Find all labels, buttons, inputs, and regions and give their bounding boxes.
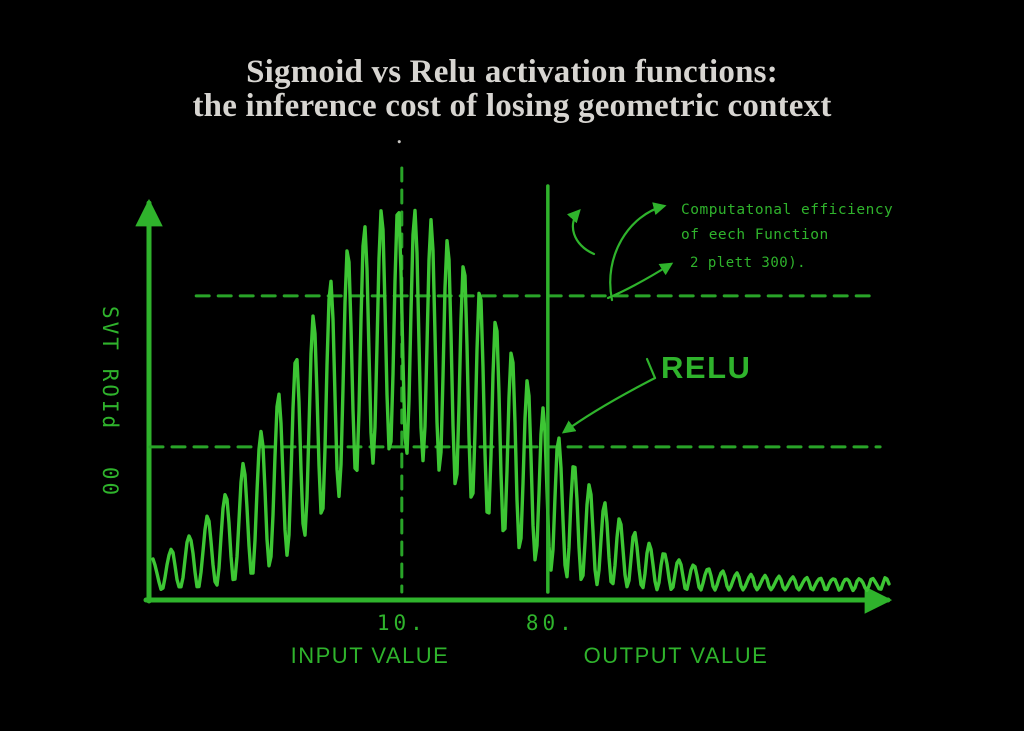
title-line-1: Sigmoid vs Relu activation functions: <box>246 54 778 90</box>
title-line-2: the inference cost of losing geometric c… <box>192 87 832 124</box>
x-tick-10: 10. <box>376 611 427 635</box>
annotation-arrow-lower <box>606 262 674 300</box>
waveform-path <box>151 208 891 593</box>
title-period: . <box>396 120 403 149</box>
y-axis-label-suffix: 00 <box>98 466 122 499</box>
annotation-efficiency-line2: of eech Function <box>681 227 829 243</box>
y-axis-label-text: SVT ROId <box>98 306 122 432</box>
relu-pointer-arrow <box>561 376 657 434</box>
relu-label: RELU <box>661 350 752 385</box>
x-tick-80: 80. <box>525 611 576 635</box>
page-title: Sigmoid vs Relu activation functions: th… <box>0 54 1024 124</box>
relu-pointer-arrow-hook <box>645 357 657 380</box>
annotation-efficiency-line1: Computatonal efficiency <box>681 202 894 218</box>
annotation-note: 2 plett 300). <box>690 255 807 271</box>
annotation-arrow-hook <box>566 209 596 256</box>
x-axis-label-input: INPUT VALUE <box>290 643 450 668</box>
x-axis-label-output: OUTPUT VALUE <box>583 643 769 668</box>
annotation-arrow-upper <box>609 202 667 302</box>
y-axis-label: SVT ROId 00 <box>98 306 122 498</box>
